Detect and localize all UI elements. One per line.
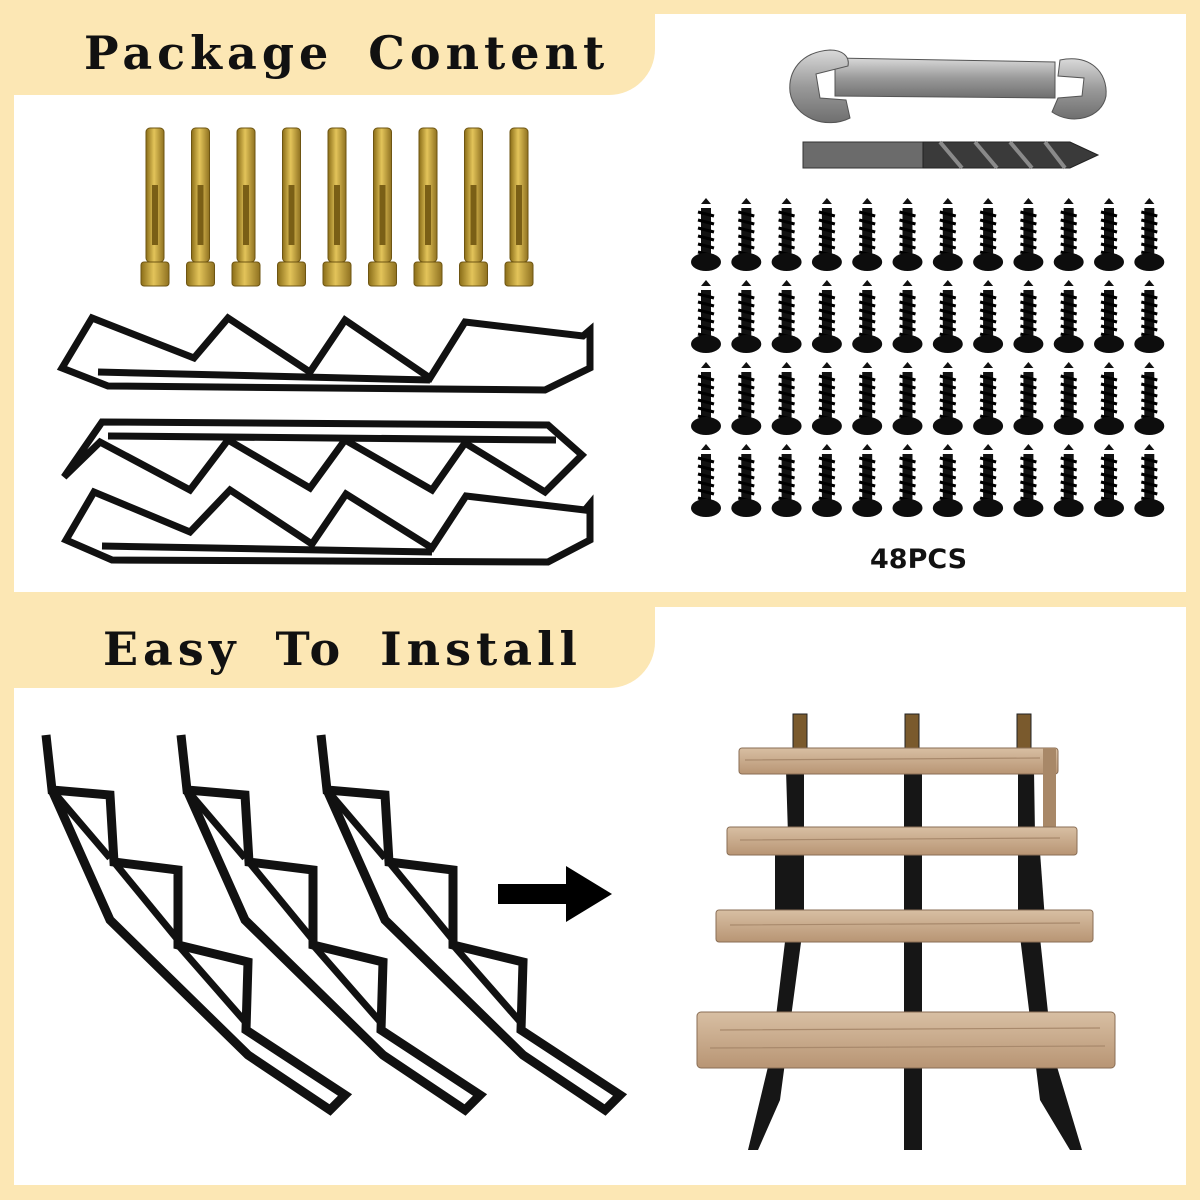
- screw-icon: [771, 362, 802, 435]
- package-content-title: Package Content: [84, 26, 610, 80]
- screw-icon: [771, 280, 802, 353]
- screw-icon: [1134, 198, 1165, 271]
- screw-icon: [771, 198, 802, 271]
- screw-icon: [1134, 280, 1165, 353]
- anchor-bolt-icon: [277, 127, 306, 287]
- screws-count-label: 48PCS: [870, 544, 968, 575]
- screw-icon: [731, 444, 762, 517]
- stair-bracket-icon: [316, 734, 628, 1116]
- easy-install-title: Easy To Install: [103, 622, 583, 676]
- anchor-bolt-icon: [322, 127, 352, 287]
- package-content-tab: [0, 0, 655, 95]
- screw-icon: [1053, 362, 1084, 435]
- screw-icon: [811, 198, 842, 271]
- anchor-bolt-icon: [368, 127, 397, 287]
- screw-icon: [852, 198, 883, 271]
- screw-icon: [973, 198, 1004, 271]
- screw-icon: [1053, 280, 1084, 353]
- screw-icon: [691, 362, 721, 435]
- screw-icon: [731, 362, 762, 435]
- screw-icon: [1094, 280, 1124, 353]
- screw-icon: [892, 362, 923, 435]
- screw-icon: [852, 444, 883, 517]
- screw-icon: [1053, 198, 1084, 271]
- stair-brackets: [41, 734, 628, 1116]
- screw-icon: [691, 198, 721, 271]
- screw-icon: [973, 280, 1004, 353]
- screw-icon: [892, 280, 923, 353]
- screw-icon: [1013, 280, 1044, 353]
- screw-icon: [932, 280, 963, 353]
- screw-icon: [1094, 198, 1124, 271]
- screw-icon: [1013, 444, 1044, 517]
- anchor-bolt-icon: [140, 127, 170, 287]
- anchor-bolt-icon: [504, 127, 534, 287]
- anchor-bolts: [140, 127, 534, 287]
- screw-icon: [1013, 198, 1044, 271]
- screw-icon: [691, 444, 721, 517]
- screw-icon: [731, 198, 762, 271]
- screw-icon: [1134, 444, 1165, 517]
- anchor-bolt-icon: [231, 127, 261, 287]
- arrow-right-icon: [498, 866, 612, 922]
- anchor-bolt-icon: [413, 127, 443, 287]
- assembled-stair: [696, 713, 1116, 1150]
- stair-bracket-icon: [41, 734, 353, 1116]
- screws-grid: [691, 198, 1165, 517]
- wrench-icon: [789, 49, 1107, 124]
- drill-bit-icon: [802, 140, 1100, 170]
- screw-icon: [852, 362, 883, 435]
- screw-icon: [1013, 362, 1044, 435]
- screw-icon: [811, 444, 842, 517]
- screw-icon: [1134, 362, 1165, 435]
- screw-icon: [691, 280, 721, 353]
- screw-icon: [731, 280, 762, 353]
- screw-icon: [811, 362, 842, 435]
- anchor-bolt-icon: [186, 127, 215, 287]
- screw-icon: [892, 198, 923, 271]
- screw-icon: [852, 280, 883, 353]
- easy-install-tab: [0, 600, 655, 688]
- screw-icon: [1094, 362, 1124, 435]
- screw-icon: [892, 444, 923, 517]
- screw-icon: [973, 362, 1004, 435]
- screw-icon: [1053, 444, 1084, 517]
- stair-stringers: [56, 313, 594, 566]
- screw-icon: [973, 444, 1004, 517]
- anchor-bolt-icon: [459, 127, 488, 287]
- screw-icon: [811, 280, 842, 353]
- screw-icon: [932, 198, 963, 271]
- screw-icon: [771, 444, 802, 517]
- screw-icon: [932, 362, 963, 435]
- screw-icon: [932, 444, 963, 517]
- stair-bracket-icon: [176, 734, 488, 1116]
- screw-icon: [1094, 444, 1124, 517]
